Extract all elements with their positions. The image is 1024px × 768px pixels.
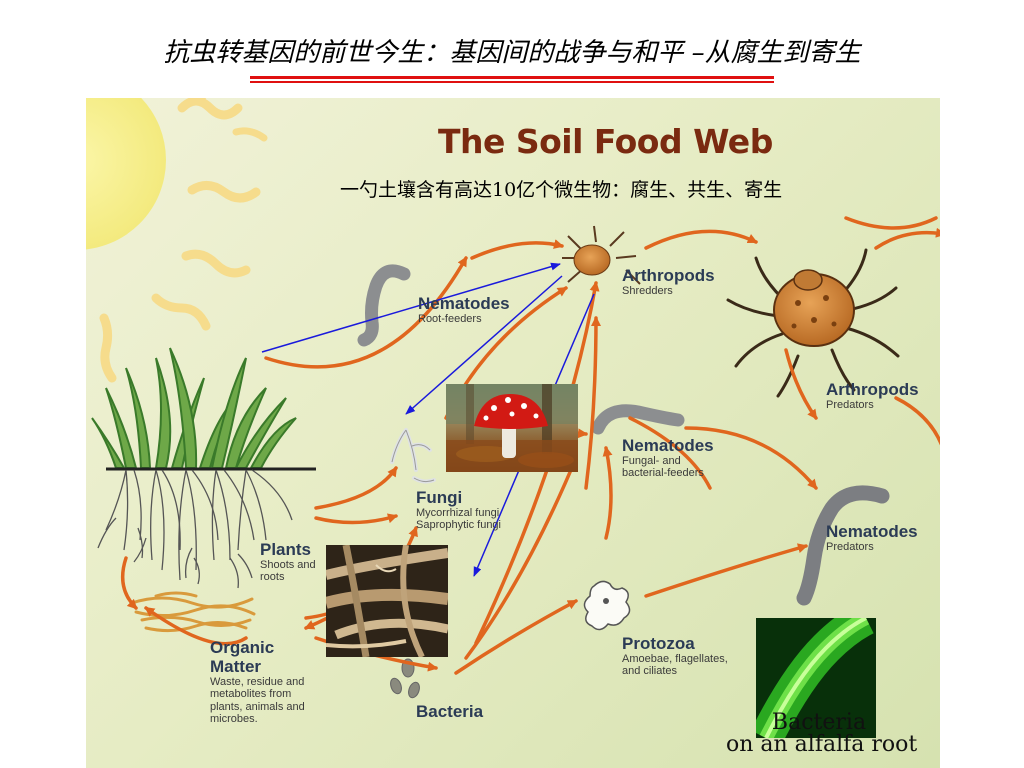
- diagram-artwork: [86, 98, 940, 699]
- protozoa-nucleus: [603, 598, 609, 604]
- soil-microscope-photo: [326, 545, 448, 657]
- node-desc: Root-feeders: [418, 313, 482, 326]
- node-desc-1: Waste, residue and: [210, 676, 305, 689]
- soil-food-web-diagram: The Soil Food Web 一勺土壤含有高达10亿个微生物：腐生、共生、…: [86, 98, 940, 768]
- arrow-mid-return: [628, 416, 712, 490]
- soil-microscope-photo-art: [326, 545, 448, 657]
- node-desc-2: Saprophytic fungi: [416, 519, 501, 532]
- arrow-bacteria-to-nematodes: [464, 456, 578, 660]
- node-name: Arthropods: [622, 266, 715, 285]
- node-desc-4: microbes.: [210, 713, 258, 725]
- title-underline: [250, 76, 774, 79]
- plant-roots-illustration: [97, 469, 293, 589]
- annotation-arrow-arthropods-to-fungi: [405, 275, 563, 415]
- arrow-right-edge: [894, 396, 940, 446]
- fungal-nematode-illustration: [591, 404, 685, 435]
- arrow-plants-to-organic: [120, 556, 138, 610]
- arrow-predators-off: [874, 227, 940, 250]
- arrow-nematodes-to-arthropods: [470, 239, 564, 260]
- node-desc-1: Shoots and: [260, 559, 316, 572]
- node-desc-2: and ciliates: [622, 665, 678, 678]
- node-desc-1: Mycorrhizal fungi: [416, 507, 500, 520]
- mushroom-photo-art: [446, 384, 578, 472]
- caption-line-2: on an alfalfa root: [726, 732, 918, 757]
- label-plants: Plants Shoots and roots: [260, 540, 316, 584]
- node-desc-2: bacterial-feeders: [622, 467, 704, 480]
- label-arthropods-shredders: Arthropods Shredders: [622, 266, 715, 297]
- arrow-organic-loop: [144, 606, 248, 646]
- node-name: Nematodes: [826, 522, 918, 541]
- alfalfa-photo-caption: Bacteria on an alfalfa root: [726, 710, 918, 757]
- node-name: Fungi: [416, 488, 463, 507]
- predator-nematode-illustration: [796, 485, 890, 606]
- arrow-plants-to-fungi: [314, 466, 398, 510]
- slide-title: 抗虫转基因的前世今生：基因间的战争与和平 –从腐生到寄生: [163, 38, 861, 68]
- shredder-mite-illustration: [562, 225, 641, 285]
- diagram-title: The Soil Food Web: [438, 122, 773, 161]
- node-desc-2: roots: [260, 571, 285, 584]
- arrow-protozoa-to-nematodes: [602, 446, 613, 540]
- arrow-fungi-to-plants: [314, 513, 398, 525]
- label-arthropods-predators: Arthropods Predators: [826, 380, 919, 411]
- caption-line-1: Bacteria: [771, 710, 867, 735]
- label-nematodes-predators: Nematodes Predators: [826, 522, 918, 553]
- root-feeder-nematode-illustration: [357, 264, 411, 347]
- node-name: Nematodes: [418, 294, 510, 313]
- node-desc: Predators: [826, 541, 874, 554]
- alfalfa-root-bacteria-art: [756, 618, 876, 738]
- arrow-arthropods-predators-up: [784, 348, 818, 420]
- title-underline-2: [250, 81, 774, 83]
- sun-illustration: [86, 98, 268, 383]
- fungi-hyphae-illustration: [390, 428, 436, 484]
- node-name: Protozoa: [622, 634, 695, 653]
- label-organic-matter: Organic Matter Waste, residue and metabo…: [210, 638, 305, 725]
- label-fungi: Fungi Mycorrhizal fungi Saprophytic fung…: [416, 488, 501, 532]
- arrow-top-right: [844, 216, 938, 230]
- node-name: Arthropods: [826, 380, 919, 399]
- fungi-hyphae-outline: [391, 429, 435, 483]
- diagram-subtitle: 一勺土壤含有高达10亿个微生物：腐生、共生、寄生: [340, 179, 783, 201]
- label-nematodes-root-feeders: Nematodes Root-feeders: [418, 294, 510, 325]
- node-desc-1: Amoebae, flagellates,: [622, 653, 728, 666]
- protozoa-illustration: [583, 580, 631, 631]
- mushroom-photo: [446, 384, 578, 472]
- label-bacteria: Bacteria: [416, 702, 483, 721]
- arrow-nematodes-to-predators: [684, 426, 818, 490]
- alfalfa-root-bacteria-photo: [756, 618, 876, 738]
- arrow-plants-to-nematodes: [264, 256, 468, 369]
- node-name: Bacteria: [416, 702, 484, 721]
- plant-shoots-illustration: [91, 347, 297, 469]
- node-desc-1: Fungal- and: [622, 455, 681, 468]
- node-desc-3: plants, animals and: [210, 700, 305, 713]
- node-desc: Predators: [826, 399, 874, 412]
- node-desc-2: metabolites from: [210, 688, 292, 701]
- node-desc: Shredders: [622, 285, 673, 298]
- arrow-arthropods-to-predators: [644, 229, 758, 250]
- arrow-bacteria-to-protozoa: [454, 599, 578, 675]
- node-name: Nematodes: [622, 436, 714, 455]
- node-name-1: Organic: [210, 638, 275, 657]
- annotation-arrow-plants-to-arthropods: [261, 262, 561, 353]
- arrow-protozoa-to-predators: [644, 543, 808, 598]
- label-nematodes-fungal-bacterial: Nematodes Fungal- and bacterial-feeders: [622, 436, 714, 480]
- predator-mite-illustration: [726, 248, 900, 398]
- node-name: Plants: [260, 540, 312, 559]
- node-name-2: Matter: [210, 657, 262, 677]
- label-protozoa: Protozoa Amoebae, flagellates, and cilia…: [622, 634, 728, 678]
- arrow-nematodes-to-arthropods-up: [584, 316, 601, 490]
